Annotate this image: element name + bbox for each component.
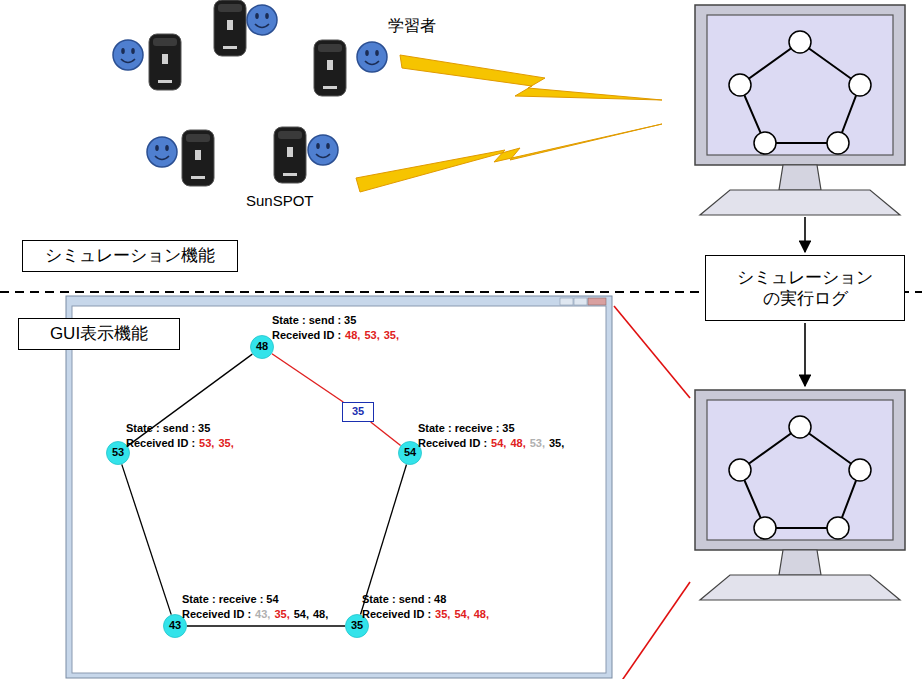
- state-label: 35,: [218, 437, 233, 449]
- state-label: 43,: [255, 608, 270, 620]
- state-label: State : send : 48: [362, 593, 446, 605]
- state-label: 54,: [491, 437, 506, 449]
- learner-group: [113, 0, 387, 186]
- function-label-box: シミュレーション機能: [22, 240, 238, 272]
- zoom-line: [614, 582, 690, 679]
- state-label: Received ID :: [126, 437, 195, 449]
- node-text: 54: [404, 446, 416, 460]
- label-row: Received ID : 43, 35, 54, 48,: [182, 608, 328, 620]
- label-row: State : receive : 54: [182, 593, 279, 605]
- radio-bolt: [356, 124, 662, 192]
- node-text: 48: [256, 340, 268, 354]
- monitor: [695, 5, 905, 215]
- state-label: Received ID :: [418, 437, 487, 449]
- node-circle-fill: [251, 336, 274, 359]
- state-label: Received ID :: [272, 329, 341, 341]
- node-text: 35: [351, 619, 363, 633]
- state-label: 54,: [454, 608, 469, 620]
- label-row: Received ID : 48, 53, 35,: [272, 329, 399, 341]
- graph-edge: [272, 354, 343, 402]
- state-label: 48,: [510, 437, 525, 449]
- screenshot-window: [66, 296, 612, 678]
- label-row: Received ID : 53, 35,: [126, 437, 234, 449]
- label-row: State : send : 35: [126, 422, 210, 434]
- state-label: 54,: [294, 608, 309, 620]
- state-label: 53,: [199, 437, 214, 449]
- graph-edge: [371, 422, 401, 446]
- label-row: State : receive : 35: [418, 422, 515, 434]
- radio-bolt: [400, 55, 662, 100]
- state-label: 35,: [384, 329, 399, 341]
- node-text: GUI表示機能: [50, 323, 148, 344]
- node-text: 43: [169, 619, 181, 633]
- state-label: State : send : 35: [126, 422, 210, 434]
- state-label: State : receive : 54: [182, 593, 279, 605]
- node-text: シミュレーション機能: [45, 245, 215, 266]
- state-label: 48,: [313, 608, 328, 620]
- state-label: Received ID :: [362, 608, 431, 620]
- node-text: 35: [352, 405, 364, 419]
- state-label: 35,: [274, 608, 289, 620]
- state-label: 48,: [474, 608, 489, 620]
- label-row: Received ID : 54, 48, 53, 35,: [418, 437, 564, 449]
- state-label: Received ID :: [182, 608, 251, 620]
- zoom-line: [614, 306, 690, 398]
- state-label: 53,: [364, 329, 379, 341]
- label-row: SunSPOT: [246, 192, 314, 209]
- state-label: SunSPOT: [246, 192, 314, 209]
- function-label-box: GUI表示機能: [18, 318, 180, 350]
- state-label: 35,: [435, 608, 450, 620]
- state-label: 48,: [345, 329, 360, 341]
- node-text: 53: [112, 446, 124, 460]
- label-row: State : send : 35: [272, 314, 356, 326]
- state-label: 53,: [530, 437, 545, 449]
- graph-edge: [122, 464, 171, 614]
- graph-node: 48: [250, 335, 274, 359]
- graph-edge: [361, 464, 407, 614]
- log-box: シミュレーション の実行ログ: [705, 255, 905, 321]
- graph-edge: [187, 625, 345, 626]
- state-label: 35,: [549, 437, 564, 449]
- message-box: 35: [342, 402, 374, 422]
- state-label: State : receive : 35: [418, 422, 515, 434]
- label-row: Received ID : 35, 54, 48,: [362, 608, 489, 620]
- flow-arrow: [804, 217, 806, 252]
- label-row: State : send : 48: [362, 593, 446, 605]
- state-label: State : send : 35: [272, 314, 356, 326]
- monitor: [695, 390, 905, 600]
- flow-arrow: [804, 323, 806, 386]
- state-label: 学習者: [388, 16, 436, 37]
- label-row: 学習者: [388, 16, 436, 37]
- node-text: シミュレーション の実行ログ: [731, 267, 879, 310]
